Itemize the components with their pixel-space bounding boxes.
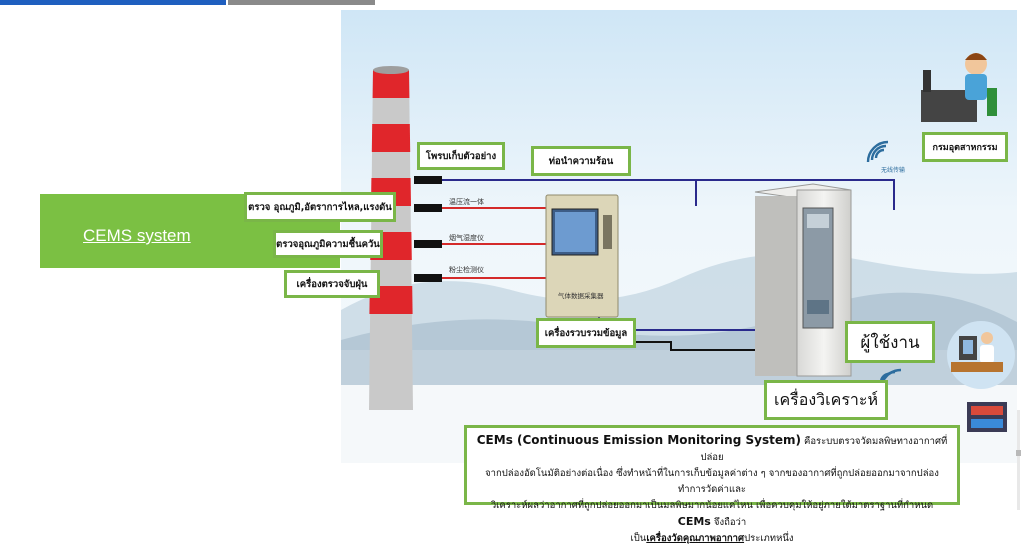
logger-caption: 气体数据采集器: [558, 291, 604, 300]
user-at-computer-icon: [947, 321, 1015, 389]
note-line-3: วิเคราะห์ผลว่าอากาศที่ถูกปล่อยออกมาเป็นม…: [490, 500, 934, 528]
note-line-2: จากปล่องอัดโนมัติอย่างต่อเนื่อง ซึ่งทำหน…: [485, 468, 939, 495]
cems-description: CEMs (Continuous Emission Monitoring Sys…: [464, 425, 960, 544]
chimney: [369, 66, 413, 410]
label-sample-probe: โพรบเก็บตัวอย่าง: [417, 142, 505, 170]
wireless-caption: 无线传输: [881, 166, 905, 174]
probe-label-1: 温压流一体: [449, 197, 484, 206]
scoreboard-thumbnail: [967, 402, 1007, 432]
air-quality-link[interactable]: เครื่องวัดคุณภาพอากาศ: [646, 533, 745, 544]
scene-illustration: 温压流一体 烟气湿度仪 粉尘检测仪 气体数据采集器 无线传输: [341, 10, 1017, 463]
cems-diagram: 温压流一体 烟气湿度仪 粉尘检测仪 气体数据采集器 无线传输: [40, 10, 1021, 544]
note-line-1: CEMs (Continuous Emission Monitoring Sys…: [476, 433, 948, 463]
analyzer-cabinet: [754, 183, 852, 377]
operator-at-desk-icon: [921, 53, 997, 122]
top-tab-inactive[interactable]: [228, 0, 375, 5]
label-dust-detector: เครื่องตรวจจับฝุ่น: [284, 270, 380, 298]
label-humidity: ตรวจอุณภูมิความชื้นควัน: [273, 230, 383, 258]
label-user: ผู้ใช้งาน: [845, 321, 935, 363]
cems-system-link[interactable]: CEMS system: [83, 226, 191, 245]
data-logger-cabinet: 气体数据采集器: [545, 194, 619, 318]
label-heat-pipe: ท่อนำความร้อน: [531, 146, 631, 176]
label-temp-flow-pressure: ตรวจ อุณภูมิ,อัตราการไหล,แรงดัน: [244, 192, 396, 222]
probe-label-2: 烟气湿度仪: [449, 233, 484, 242]
label-analyzer: เครื่องวิเคราะห์: [764, 380, 888, 420]
probe-label-3: 粉尘检测仪: [449, 265, 484, 274]
page-edge-marker: [1016, 410, 1021, 510]
sensor-probes: [414, 176, 442, 282]
wireless-icon-top: [866, 140, 889, 163]
top-tab-active[interactable]: [0, 0, 226, 5]
label-data-logger: เครื่องรวบรวมข้อมูล: [536, 318, 636, 348]
label-department-of-industry: กรมอุตสาหกรรม: [922, 132, 1008, 162]
note-line-4: เป็นเครื่องวัดคุณภาพอากาศประเภทหนึ่ง: [630, 533, 794, 544]
